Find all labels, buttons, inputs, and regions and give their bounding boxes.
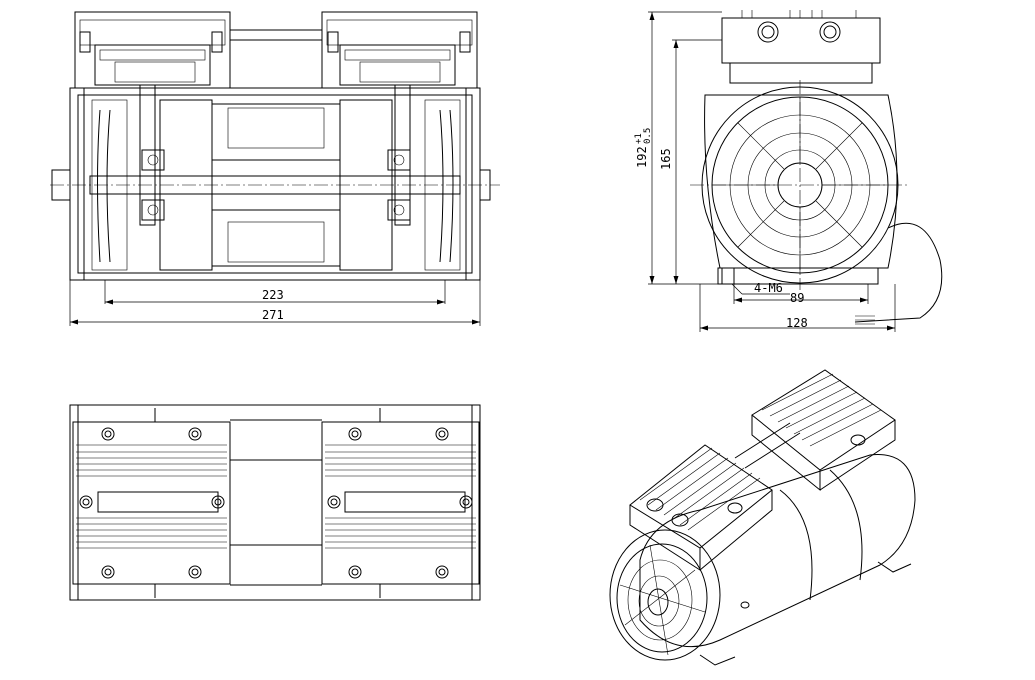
dim-thread-callout: 4-M6 xyxy=(754,281,783,295)
isometric-view xyxy=(609,369,916,666)
dim-side-height-tol-upper: +1 xyxy=(634,133,644,144)
dim-side-total-height: 192 xyxy=(635,146,649,168)
side-view xyxy=(648,10,943,332)
dim-side-total-width: 128 xyxy=(786,316,808,330)
front-section-view xyxy=(50,11,500,326)
dim-side-axis-height: 165 xyxy=(659,148,673,170)
dim-front-total-width: 271 xyxy=(262,308,284,322)
top-view xyxy=(69,404,481,601)
dim-side-hole-spacing: 89 xyxy=(790,291,804,305)
dim-side-height-tol-lower: 0.5 xyxy=(643,128,653,144)
dim-front-inner-width: 223 xyxy=(262,288,284,302)
